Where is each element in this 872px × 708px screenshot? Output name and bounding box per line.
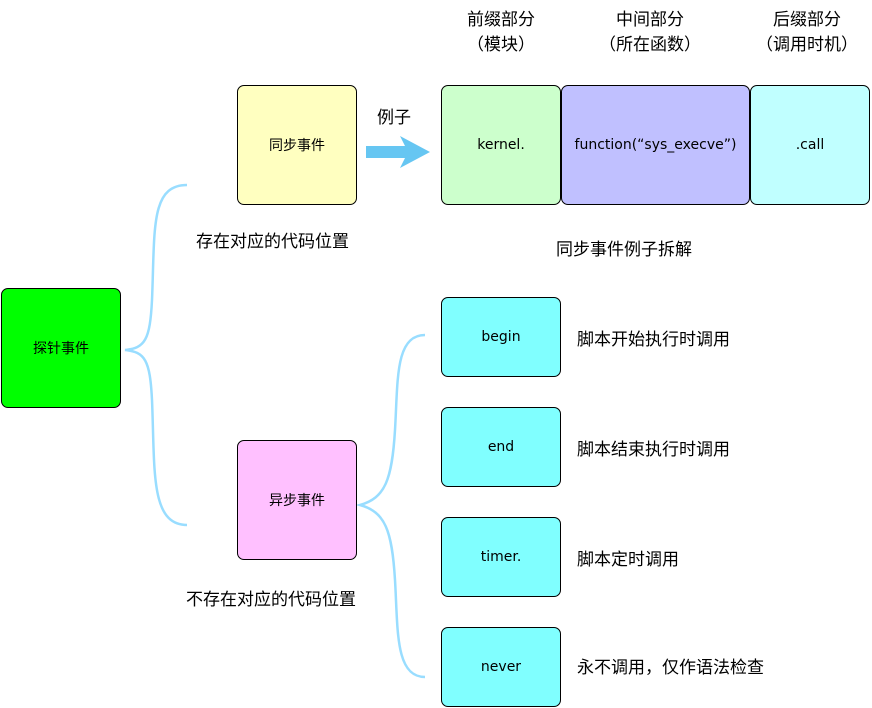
middle-header-sub: （所在函数） (599, 35, 701, 55)
prefix-header: 前缀部分 （模块） (436, 8, 566, 58)
middle-part-box: function(“sys_execve”) (561, 85, 750, 205)
example-label: 例子 (377, 108, 411, 128)
root-label: 探针事件 (33, 341, 89, 357)
async-event-box: 异步事件 (237, 440, 357, 560)
root-probe-event: 探针事件 (1, 288, 121, 408)
async-event-never: never (441, 627, 561, 707)
prefix-header-title: 前缀部分 (467, 10, 535, 30)
async-event-desc: 脚本定时调用 (577, 550, 679, 570)
async-event-desc: 脚本结束执行时调用 (577, 440, 730, 460)
prefix-part-value: kernel. (477, 137, 525, 153)
async-label: 异步事件 (269, 493, 325, 509)
suffix-part-value: .call (795, 137, 825, 153)
async-event-desc: 脚本开始执行时调用 (577, 330, 730, 350)
async-brace (355, 333, 426, 679)
async-caption: 不存在对应的代码位置 (186, 590, 356, 610)
middle-header: 中间部分 （所在函数） (585, 8, 715, 58)
suffix-header-sub: （调用时机） (756, 35, 858, 55)
async-event-name: begin (481, 329, 521, 345)
async-event-name: never (480, 659, 522, 675)
async-event-begin: begin (441, 297, 561, 377)
breakdown-caption: 同步事件例子拆解 (556, 240, 692, 260)
suffix-header: 后缀部分 （调用时机） (742, 8, 872, 58)
async-event-desc: 永不调用，仅作语法检查 (577, 658, 764, 678)
example-arrow (366, 136, 430, 168)
prefix-part-box: kernel. (441, 85, 561, 205)
sync-label: 同步事件 (269, 138, 325, 154)
prefix-header-sub: （模块） (467, 35, 535, 55)
root-brace (124, 183, 188, 527)
suffix-part-box: .call (750, 85, 870, 205)
async-event-end: end (441, 407, 561, 487)
sync-event-box: 同步事件 (237, 85, 357, 205)
async-event-name: timer. (480, 549, 522, 565)
middle-part-value: function(“sys_execve”) (574, 137, 737, 153)
suffix-header-title: 后缀部分 (773, 10, 841, 30)
middle-header-title: 中间部分 (616, 10, 684, 30)
sync-caption: 存在对应的代码位置 (196, 232, 349, 252)
async-event-timer: timer. (441, 517, 561, 597)
async-event-name: end (487, 439, 515, 455)
